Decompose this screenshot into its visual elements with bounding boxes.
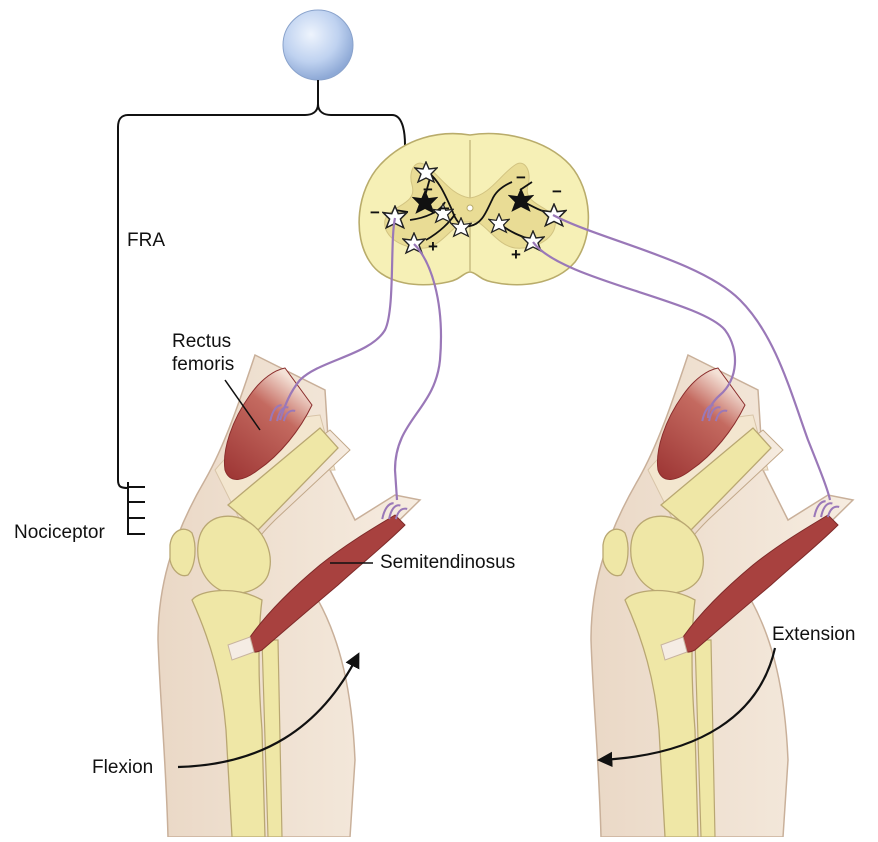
extension-label: Extension bbox=[772, 624, 855, 645]
excite-sign: + bbox=[511, 245, 521, 264]
nociceptor-endings bbox=[127, 482, 145, 535]
inhibit-sign-small: − bbox=[440, 199, 450, 218]
inhibit-sign: − bbox=[370, 203, 380, 222]
sensory-cell-body bbox=[282, 9, 354, 81]
rectus-leader-line bbox=[224, 379, 261, 431]
inhibit-sign-small: − bbox=[516, 168, 526, 187]
fra-label: FRA bbox=[127, 230, 165, 251]
extension-arrow bbox=[596, 647, 777, 768]
nociceptor-label: Nociceptor bbox=[14, 522, 105, 543]
fra-afferent-fiber bbox=[117, 80, 319, 489]
flexion-label: Flexion bbox=[92, 757, 153, 778]
rectus-femoris-label-line2: femoris bbox=[172, 354, 234, 375]
right-leg-extension bbox=[590, 354, 854, 838]
rectus-femoris-label: Rectus bbox=[172, 331, 231, 352]
inhibit-sign-small: − bbox=[423, 180, 433, 199]
excite-sign: + bbox=[428, 237, 438, 256]
inhibit-sign: − bbox=[552, 182, 562, 201]
left-leg-flexion bbox=[157, 354, 421, 838]
motor-axons bbox=[278, 214, 832, 501]
flexion-arrow bbox=[177, 652, 360, 769]
semitendinosus-label: Semitendinosus bbox=[380, 552, 515, 573]
